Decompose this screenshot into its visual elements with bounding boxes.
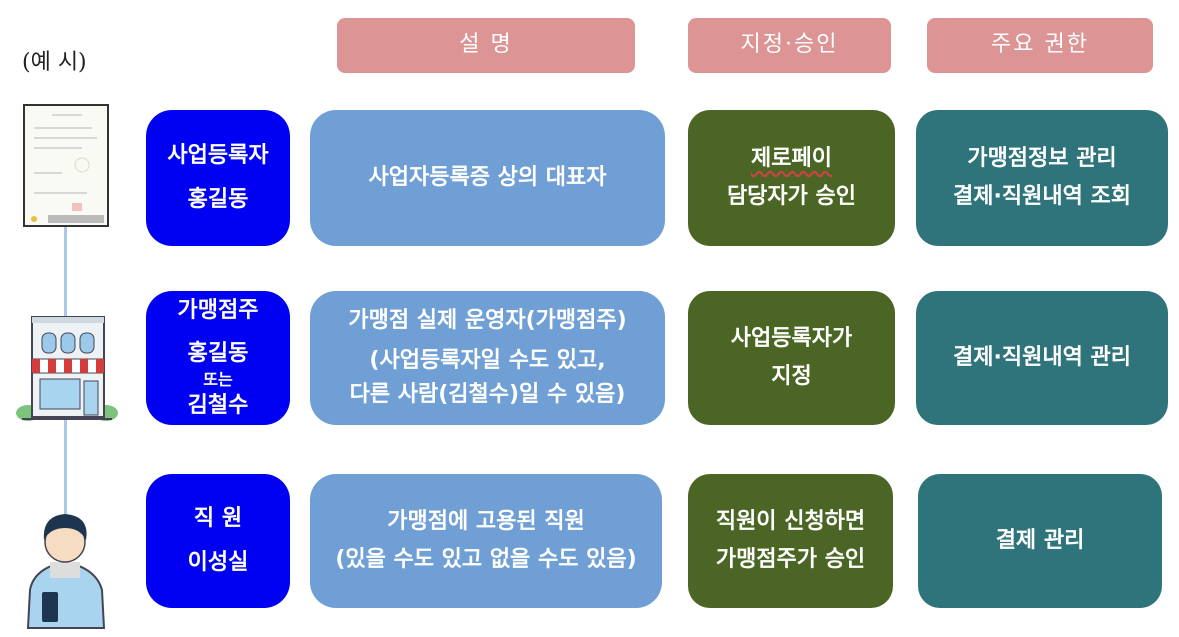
permissions-box: 결제 관리 — [918, 474, 1162, 608]
role-title: 직 원 — [193, 506, 243, 531]
description-box: 사업자등록증 상의 대표자 — [310, 110, 665, 246]
role-name-or: 또는 — [203, 369, 233, 389]
role-name: 이성실 — [187, 550, 249, 575]
description-line: 가맹점에 고용된 직원 — [387, 508, 585, 534]
example-label: (예 시) — [22, 50, 87, 75]
description-line: 사업자등록증 상의 대표자 — [368, 164, 607, 190]
description-box: 가맹점 실제 운영자(가맹점주) (사업등록자일 수도 있고, 다른 사람(김철… — [310, 291, 665, 425]
role-title: 가맹점주 — [177, 298, 259, 324]
role-name: 홍길동 — [187, 341, 249, 367]
permission-line: 결제 관리 — [995, 527, 1085, 553]
approval-line: 지정 — [771, 364, 812, 389]
store-building-icon — [16, 316, 118, 421]
role-business-registrant: 사업등록자 홍길동 — [146, 110, 290, 246]
permissions-box: 가맹점정보 관리 결제·직원내역 조회 — [916, 110, 1168, 246]
header-description: 설 명 — [337, 18, 635, 73]
header-permissions: 주요 권한 — [927, 18, 1153, 73]
role-title: 사업등록자 — [167, 143, 269, 168]
business-registration-document-icon — [23, 104, 109, 227]
permission-line: 결제·직원내역 관리 — [953, 344, 1131, 370]
approval-box: 사업등록자가 지정 — [688, 291, 895, 425]
permission-line: 가맹점정보 관리 — [967, 145, 1117, 171]
approval-line: 사업등록자가 — [730, 325, 853, 351]
permissions-box: 결제·직원내역 관리 — [916, 291, 1168, 425]
approval-box: 직원이 신청하면 가맹점주가 승인 — [688, 474, 893, 608]
approval-line: 가맹점주가 승인 — [715, 547, 866, 572]
description-line: 다른 사람(김철수)일 수 있음) — [349, 382, 626, 408]
role-store-owner: 가맹점주 홍길동 또는 김철수 — [146, 291, 290, 425]
approval-line: 제로페이 — [751, 145, 832, 171]
approval-box: 제로페이 담당자가 승인 — [688, 110, 895, 246]
approval-line: 담당자가 승인 — [726, 184, 857, 209]
employee-person-icon — [26, 514, 106, 629]
description-box: 가맹점에 고용된 직원 (있을 수도 있고 없을 수도 있음) — [310, 474, 662, 608]
approval-line: 직원이 신청하면 — [715, 508, 866, 534]
description-line: (있을 수도 있고 없을 수도 있음) — [335, 547, 637, 572]
description-line: (사업등록자일 수도 있고, — [369, 347, 606, 373]
role-employee: 직 원 이성실 — [146, 474, 290, 608]
role-name-alt: 김철수 — [187, 392, 249, 418]
description-line: 가맹점 실제 운영자(가맹점주) — [348, 307, 627, 333]
header-approval: 지정·승인 — [688, 18, 891, 73]
role-name: 홍길동 — [187, 187, 249, 212]
permission-line: 결제·직원내역 조회 — [953, 184, 1131, 209]
